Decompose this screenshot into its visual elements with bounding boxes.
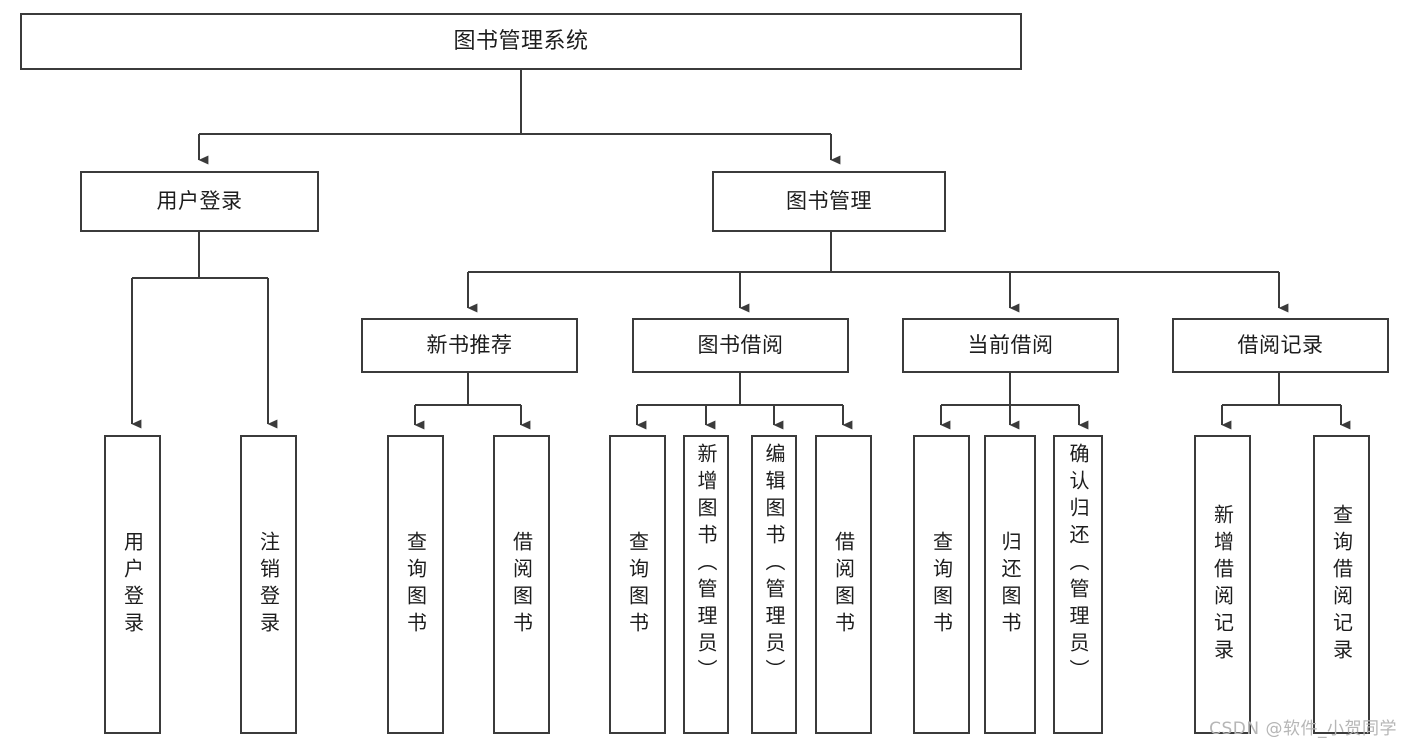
leaf-borrow-edit-book-admin[interactable]: 编辑图书（管理员） (751, 435, 797, 734)
node-book-management[interactable]: 图书管理 (712, 171, 946, 232)
node-book-borrow[interactable]: 图书借阅 (632, 318, 849, 373)
leaf-records-query-record[interactable]: 查询借阅记录 (1313, 435, 1370, 734)
node-label: 新增图书（管理员） (694, 443, 718, 686)
node-borrow-records[interactable]: 借阅记录 (1172, 318, 1389, 373)
node-label: 查询图书 (625, 530, 650, 639)
node-label: 查询借阅记录 (1329, 503, 1354, 666)
node-user-login[interactable]: 用户登录 (80, 171, 319, 232)
leaf-newbook-borrow-book[interactable]: 借阅图书 (493, 435, 550, 734)
leaf-current-return-book[interactable]: 归还图书 (984, 435, 1036, 734)
node-label: 借阅记录 (1237, 333, 1324, 358)
node-label: 当前借阅 (967, 333, 1054, 358)
node-label: 归还图书 (998, 530, 1022, 639)
node-label: 图书管理系统 (453, 28, 589, 54)
node-label: 图书借阅 (697, 333, 784, 358)
leaf-current-query-book[interactable]: 查询图书 (913, 435, 970, 734)
node-label: 查询图书 (403, 530, 428, 639)
leaf-borrow-query-book[interactable]: 查询图书 (609, 435, 666, 734)
leaf-borrow-lend-book[interactable]: 借阅图书 (815, 435, 872, 734)
leaf-borrow-add-book-admin[interactable]: 新增图书（管理员） (683, 435, 729, 734)
node-label: 查询图书 (929, 530, 954, 639)
leaf-current-confirm-return-admin[interactable]: 确认归还（管理员） (1053, 435, 1103, 734)
leaf-logout[interactable]: 注销登录 (240, 435, 297, 734)
node-label: 注销登录 (256, 530, 281, 639)
csdn-watermark: CSDN @软件_小贺同学 (1209, 719, 1397, 739)
leaf-user-login[interactable]: 用户登录 (104, 435, 161, 734)
node-label: 用户登录 (120, 530, 145, 639)
node-label: 编辑图书（管理员） (762, 443, 786, 686)
node-label: 借阅图书 (831, 530, 856, 639)
node-label: 用户登录 (156, 189, 243, 214)
node-label: 借阅图书 (509, 530, 534, 639)
leaf-newbook-query-book[interactable]: 查询图书 (387, 435, 444, 734)
leaf-records-add-record[interactable]: 新增借阅记录 (1194, 435, 1251, 734)
node-label: 图书管理 (786, 189, 872, 214)
node-new-book-recommend[interactable]: 新书推荐 (361, 318, 578, 373)
node-label: 确认归还（管理员） (1066, 443, 1090, 686)
node-current-borrow[interactable]: 当前借阅 (902, 318, 1119, 373)
node-label: 新增借阅记录 (1210, 503, 1235, 666)
node-root-system[interactable]: 图书管理系统 (20, 13, 1022, 70)
node-label: 新书推荐 (426, 333, 513, 358)
